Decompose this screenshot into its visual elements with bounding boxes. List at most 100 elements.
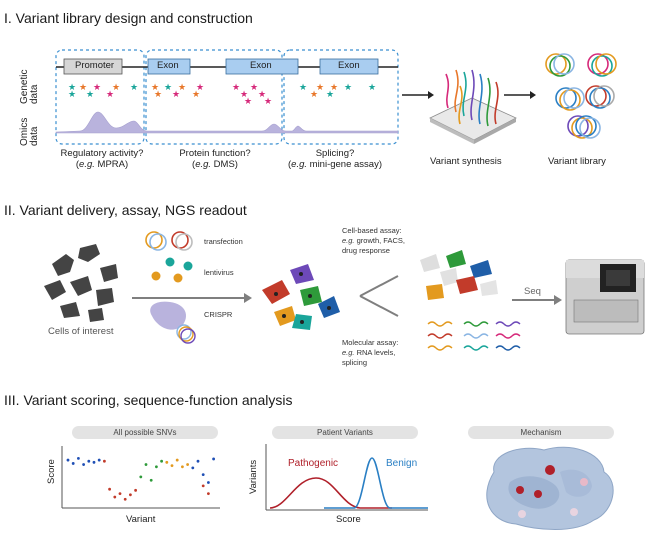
svg-text:★: ★ <box>178 83 186 93</box>
svg-text:★: ★ <box>112 83 120 93</box>
crispr-icon <box>150 301 196 344</box>
panel1-ylabel: Score <box>46 459 57 484</box>
snv-point <box>149 478 153 482</box>
snv-point <box>175 458 179 462</box>
promoter-region-box <box>55 49 145 145</box>
snv-point <box>207 481 210 484</box>
cells-of-interest-icon <box>44 244 118 322</box>
exon-block-1 <box>147 58 191 75</box>
svg-text:★: ★ <box>151 83 159 93</box>
branch-arrow-down <box>359 295 399 317</box>
snv-point <box>87 459 91 463</box>
svg-text:★: ★ <box>244 97 252 107</box>
q2-line1: Protein function? <box>179 148 251 159</box>
snv-point <box>201 473 205 477</box>
q2-eg: e.g. <box>195 159 212 170</box>
snv-point <box>196 459 200 463</box>
q3-line2: (e.g. mini-gene assay) <box>287 159 382 170</box>
snv-point <box>165 460 169 464</box>
section1-title: I. Variant library design and constructi… <box>4 10 253 26</box>
mol-assay-title: Molecular assay: <box>342 338 399 347</box>
benign-curve <box>324 457 428 509</box>
snv-scatter-chart <box>61 446 220 509</box>
snv-point <box>207 492 210 496</box>
svg-text:★: ★ <box>232 83 240 93</box>
variant-library-label: Variant library <box>548 156 606 167</box>
q1-rest: MPRA) <box>94 159 129 170</box>
variant-synthesis-label: Variant synthesis <box>430 156 502 167</box>
cell-assay-line3: drug response <box>342 246 390 255</box>
snv-point <box>103 459 106 463</box>
crispr-label: CRISPR <box>204 310 233 319</box>
section3-title: III. Variant scoring, sequence-function … <box>4 392 293 408</box>
svg-text:★: ★ <box>264 97 272 107</box>
q1-line2: (e.g. MPRA) <box>75 159 129 170</box>
snv-point <box>113 495 117 499</box>
panel2-xlabel: Score <box>336 514 361 525</box>
snv-point <box>212 457 216 461</box>
molecular-assay-waves <box>427 321 521 351</box>
exon-label-3: Exon <box>338 60 360 71</box>
lentivirus-icon <box>151 257 193 283</box>
snv-point <box>118 492 122 496</box>
mol-assay-rest1: RNA levels, <box>354 348 396 357</box>
plasmid-icon <box>145 231 193 251</box>
variant-stars: ★ ★ ★ ★ ★ ★ ★ ★ ★ ★ ★ ★ ★ ★ ★ ★ ★ ★ ★ ★ … <box>68 83 376 107</box>
cell-assay-title: Cell-based assay: <box>342 226 402 235</box>
svg-text:★: ★ <box>172 90 180 100</box>
svg-text:★: ★ <box>344 83 352 93</box>
svg-text:★: ★ <box>310 90 318 100</box>
promoter-block <box>63 58 123 75</box>
cell-assay-eg: e.g. <box>342 236 355 245</box>
promoter-label: Promoter <box>75 60 115 71</box>
svg-text:★: ★ <box>86 90 94 100</box>
synthesis-chip <box>429 69 517 144</box>
genome-track-diagram: ★ ★ ★ ★ ★ ★ ★ ★ ★ ★ ★ ★ ★ ★ ★ ★ ★ ★ ★ ★ … <box>55 49 617 145</box>
exon-label-2: Exon <box>250 60 272 71</box>
branch-arrow-up <box>359 275 399 297</box>
svg-text:★: ★ <box>316 83 324 93</box>
panel2-ylabel: Variants <box>248 459 259 494</box>
exon-block-3 <box>319 58 379 75</box>
snv-point <box>92 460 96 464</box>
svg-text:★: ★ <box>250 83 258 93</box>
patient-variant-distribution <box>265 444 428 511</box>
svg-text:★: ★ <box>154 90 162 100</box>
cell-assay-line2: e.g. growth, FACS, <box>342 236 405 246</box>
q3-eg: e.g. <box>291 159 308 170</box>
mol-assay-eg: e.g. <box>342 348 355 357</box>
protein-question: Protein function? (e.g. DMS) <box>160 148 270 170</box>
q2-line2: (e.g. DMS) <box>192 159 238 170</box>
cell-assay-label: Cell-based assay: e.g. growth, FACS, dru… <box>342 226 405 256</box>
svg-text:★: ★ <box>326 90 334 100</box>
molecular-assay-label: Molecular assay: e.g. RNA levels, splici… <box>342 338 398 368</box>
snv-point <box>139 475 143 479</box>
q3-line1: Splicing? <box>315 148 355 159</box>
seq-label: Seq <box>524 286 541 297</box>
sequencer-icon <box>565 259 645 335</box>
delivery-assay-diagram <box>44 231 645 351</box>
panel1-xlabel: Variant <box>126 514 156 525</box>
svg-text:★: ★ <box>68 90 76 100</box>
transfection-label: transfection <box>204 237 243 246</box>
snv-point <box>160 459 163 463</box>
svg-text:★: ★ <box>79 83 87 93</box>
snv-point <box>201 484 205 488</box>
splicing-question: Splicing? (e.g. mini-gene assay) <box>272 148 398 170</box>
benign-label: Benign <box>386 458 418 469</box>
svg-text:★: ★ <box>130 83 138 93</box>
regulatory-question: Regulatory activity? (e.g. MPRA) <box>42 148 162 170</box>
pathogenic-curve <box>269 477 392 509</box>
section2-title: II. Variant delivery, assay, NGS readout <box>4 202 247 218</box>
variant-library-rings <box>545 53 617 139</box>
svg-text:★: ★ <box>93 83 101 93</box>
svg-text:★: ★ <box>330 83 338 93</box>
transduced-cells-icon <box>262 264 340 330</box>
snv-point <box>97 458 101 462</box>
svg-text:★: ★ <box>368 83 376 93</box>
lentivirus-label: lentivirus <box>204 268 234 277</box>
cell-assay-rest1: growth, FACS, <box>354 236 405 245</box>
snv-point <box>134 488 137 492</box>
q1-line1: Regulatory activity? <box>60 148 144 159</box>
svg-text:★: ★ <box>164 83 172 93</box>
